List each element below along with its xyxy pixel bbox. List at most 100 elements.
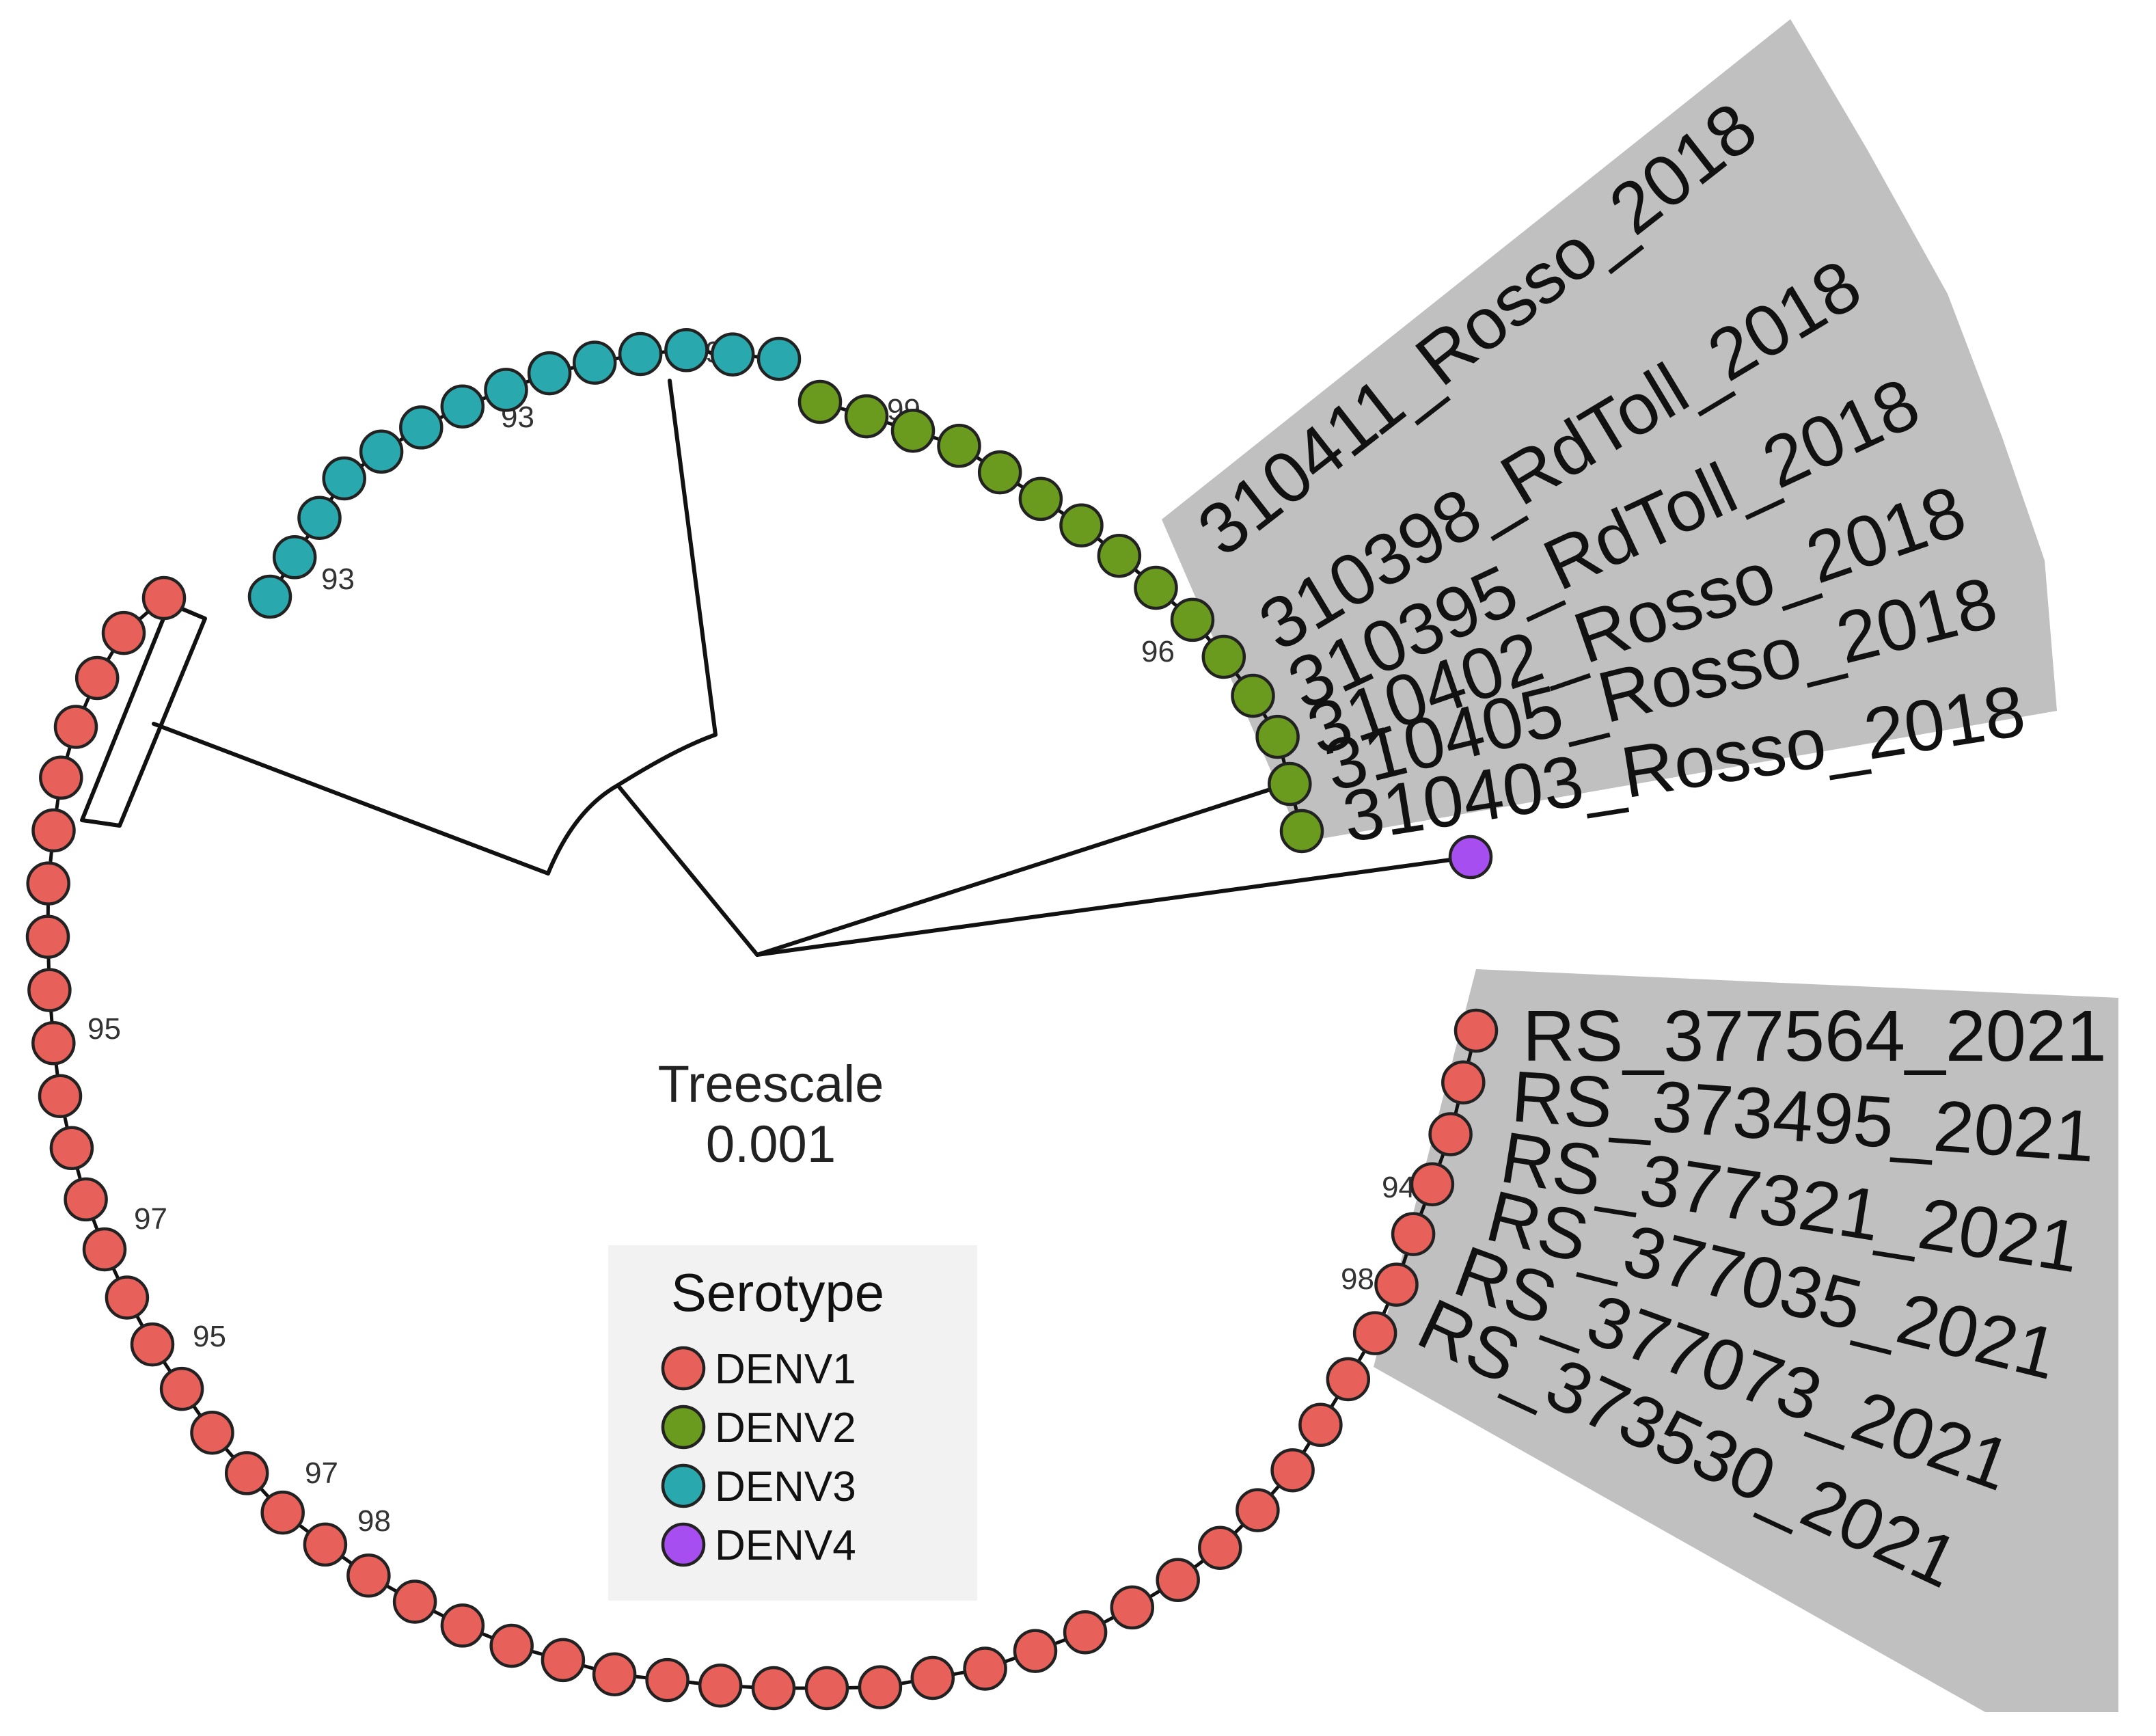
denv2-tip [1255, 714, 1300, 759]
denv1-tip [105, 1275, 150, 1320]
denv1-tip [39, 755, 83, 800]
denv1-tip [1298, 1402, 1343, 1448]
denv2-tip [1201, 634, 1246, 679]
denv2-tip [1279, 809, 1324, 854]
denv1-tip [1156, 1558, 1200, 1603]
denv1-tip [303, 1522, 348, 1567]
denv2-tip [890, 408, 936, 453]
denv1-tip [592, 1652, 637, 1696]
denv1-tip [130, 1322, 175, 1367]
bootstrap-value: 95 [193, 1320, 226, 1353]
denv2-tip [1268, 761, 1312, 806]
denv1-tip [25, 914, 70, 959]
bootstrap-value: 98 [357, 1504, 391, 1538]
denv1-tip [190, 1410, 234, 1455]
tip-markers [25, 328, 1499, 1711]
legend-label-denv4: DENV4 [715, 1522, 856, 1569]
denv3-tip [272, 535, 317, 580]
denv1-tip [141, 575, 187, 621]
bootstrap-value: 97 [305, 1456, 338, 1490]
denv3-tip [756, 336, 802, 381]
branch-root-denv4 [755, 855, 1473, 957]
denv2-tip [937, 424, 981, 468]
denv1-tip [101, 610, 146, 655]
denv1-tip [1110, 1585, 1155, 1630]
highlight-wedge-2021 [1374, 969, 2118, 1712]
denv1-tip [1013, 1629, 1058, 1673]
bootstrap-value: 96 [1141, 635, 1175, 668]
highlight-wedge-2018 [1162, 19, 2057, 842]
denv2-tip [1170, 597, 1215, 642]
denv2-tip [977, 450, 1022, 495]
denv2-tip [797, 379, 843, 424]
branch-denv1 [152, 722, 550, 876]
denv1-tip [1428, 1112, 1473, 1156]
denv2-tip [1059, 503, 1104, 547]
denv3-tip [710, 332, 755, 377]
denv1-tip [489, 1623, 534, 1668]
bootstrap-value: 97 [134, 1202, 167, 1236]
legend-label-denv3: DENV3 [715, 1463, 856, 1510]
denv1-tip [440, 1603, 485, 1648]
denv3-tip [664, 328, 709, 372]
denv1-tip [1391, 1212, 1436, 1256]
denv2-tip [1097, 533, 1142, 578]
denv1-tip [1352, 1311, 1397, 1355]
arc-denv1-subclade [80, 601, 207, 828]
serotype-legend: Serotype DENV1 DENV2 DENV3 DENV4 [661, 1262, 884, 1569]
denv1-tip [698, 1663, 743, 1708]
denv1-tip [224, 1451, 269, 1495]
denv3-tip [484, 368, 528, 412]
denv1-tip [541, 1638, 586, 1683]
denv3-tip [399, 405, 444, 450]
denv3-tip [359, 429, 404, 474]
denv1-tip [31, 808, 76, 853]
legend-swatch-denv4 [661, 1522, 706, 1567]
denv1-tip [159, 1366, 204, 1411]
bootstrap-value: 95 [87, 1012, 121, 1046]
bootstrap-value: 98 [1341, 1262, 1374, 1296]
denv3-tip [322, 456, 366, 501]
denv1-tip [751, 1666, 796, 1711]
denv1-tip [82, 1227, 127, 1272]
denv1-tip [74, 655, 120, 701]
bootstrap-value: 94 [1382, 1171, 1415, 1204]
denv1-tip [1326, 1357, 1371, 1402]
denv2-tip [1231, 673, 1275, 718]
clade-labels-2018: 310411_Rosso_2018 310398_RdToll_2018 310… [1184, 87, 2031, 857]
denv1-tip [346, 1554, 391, 1598]
denv1-tip [1270, 1448, 1315, 1493]
denv4-tip [1448, 835, 1493, 880]
denv1-tip [1441, 1060, 1486, 1104]
denv3-tip [247, 574, 292, 619]
denv1-tip [49, 1126, 94, 1171]
legend-swatch-denv3 [661, 1463, 706, 1508]
tip-label: RS_377564_2021 [1523, 996, 2107, 1076]
denv3-tip [572, 340, 617, 385]
denv1-tip [858, 1665, 903, 1709]
denv1-tip [31, 1021, 76, 1066]
denv1-tip [1236, 1488, 1280, 1532]
branch-root-denv2 [755, 787, 1274, 957]
bootstrap-value: 93 [321, 562, 355, 596]
denv2-tip [844, 394, 889, 439]
denv3-tip [618, 331, 663, 377]
denv1-tip [53, 705, 98, 749]
legend-title: Serotype [671, 1262, 884, 1323]
denv1-tip [392, 1579, 437, 1624]
denv1-tip [1454, 1008, 1499, 1053]
denv1-tip [26, 861, 70, 906]
denv1-tip [260, 1490, 305, 1535]
legend-swatch-denv2 [661, 1405, 706, 1450]
legend-label-denv1: DENV1 [715, 1346, 856, 1393]
legend-swatch-denv1 [661, 1346, 706, 1391]
denv1-tip [38, 1074, 83, 1118]
denv1-tip [1198, 1525, 1242, 1570]
arc-inner-node [546, 783, 620, 876]
denv3-tip [527, 351, 572, 396]
denv1-tip [963, 1646, 1007, 1691]
denv1-tip [804, 1666, 849, 1711]
legend-label-denv2: DENV2 [715, 1405, 856, 1452]
denv1-tip [1374, 1262, 1419, 1307]
